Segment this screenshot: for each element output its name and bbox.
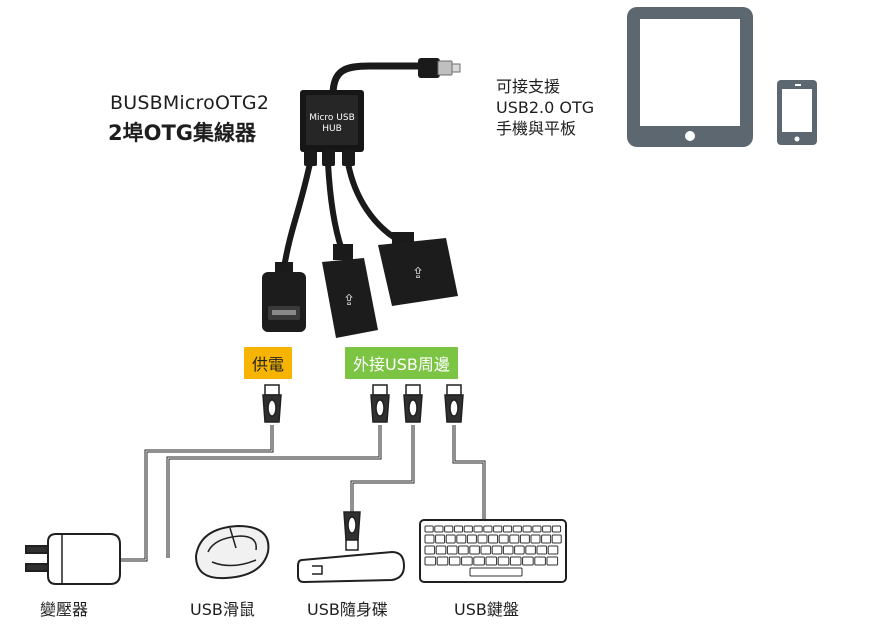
usb-plug-icon-2 xyxy=(370,384,390,423)
keyboard-key xyxy=(473,525,483,533)
keyboard-spacebar xyxy=(469,567,523,577)
keyboard-key xyxy=(461,556,473,566)
keyboard-key xyxy=(522,556,534,566)
keyboard-key xyxy=(532,525,542,533)
caption-adapter: 變壓器 xyxy=(40,600,89,619)
keyboard-key xyxy=(519,534,530,544)
power-adapter-icon xyxy=(25,533,121,585)
keyboard-key xyxy=(458,545,469,555)
hub-cable xyxy=(329,58,461,99)
keyboard-key xyxy=(547,545,559,555)
keyboard-key xyxy=(456,534,467,544)
keyboard-key xyxy=(453,525,464,533)
micro-usb-port xyxy=(262,262,306,332)
usb-a-port-1-symbol: ⇪ xyxy=(343,291,356,309)
keyboard-key xyxy=(536,545,548,555)
keyboard-key xyxy=(473,556,485,566)
support-line-3: 手機與平板 xyxy=(496,119,577,138)
keyboard-keys xyxy=(424,525,562,577)
usb-plug-icon-3 xyxy=(403,384,423,423)
keyboard-key xyxy=(525,545,536,555)
hub-label-line-1: Micro USB xyxy=(309,113,355,123)
keyboard-key xyxy=(488,534,499,544)
keyboard-key xyxy=(493,525,503,533)
keyboard-key xyxy=(509,534,520,544)
tablet-icon xyxy=(627,7,753,147)
keyboard-key xyxy=(502,545,514,555)
keyboard-key xyxy=(463,525,473,533)
keyboard-key xyxy=(424,525,434,533)
caption-keyboard: USB鍵盤 xyxy=(454,600,519,619)
support-line-2: USB2.0 OTG xyxy=(496,98,595,117)
keyboard-key xyxy=(424,534,435,544)
keyboard-key xyxy=(522,525,532,533)
keyboard-key xyxy=(502,525,513,533)
keyboard-key xyxy=(435,545,447,555)
caption-mouse: USB滑鼠 xyxy=(190,600,255,619)
product-model: BUSBMicroOTG2 xyxy=(110,92,270,114)
keyboard-key xyxy=(485,556,498,566)
keyboard-key xyxy=(541,534,552,544)
power-tag: 供電 xyxy=(244,347,293,379)
usb-a-port-2-symbol: ⇪ xyxy=(412,264,425,282)
keyboard-key xyxy=(546,556,559,566)
keyboard-key xyxy=(436,556,449,566)
keyboard-key xyxy=(512,525,522,533)
keyboard-key xyxy=(534,556,546,566)
keyboard-icon xyxy=(419,519,567,583)
keyboard-key xyxy=(498,534,509,544)
hub-body: Micro USB HUB xyxy=(300,90,364,166)
usb-peripheral-tag: 外接USB周邊 xyxy=(345,347,458,379)
usb-plug-icon-5 xyxy=(343,511,361,551)
product-name: 2埠OTG集線器 xyxy=(108,121,257,145)
keyboard-key xyxy=(424,556,437,566)
flash-drive-icon xyxy=(297,550,406,584)
keyboard-key xyxy=(530,534,541,544)
keyboard-key xyxy=(551,525,562,533)
support-line-1: 可接支援 xyxy=(496,77,561,96)
keyboard-key xyxy=(497,556,510,566)
keyboard-key xyxy=(435,534,446,544)
keyboard-key xyxy=(448,556,461,566)
keyboard-key xyxy=(434,525,444,533)
keyboard-key xyxy=(469,545,480,555)
keyboard-key xyxy=(424,545,436,555)
keyboard-key xyxy=(444,525,454,533)
phone-icon xyxy=(777,80,817,145)
caption-flash-drive: USB隨身碟 xyxy=(307,600,388,619)
keyboard-key xyxy=(509,556,522,566)
device-cables-highlight xyxy=(120,425,485,561)
keyboard-key xyxy=(483,525,493,533)
keyboard-key xyxy=(514,545,525,555)
keyboard-key xyxy=(542,525,552,533)
keyboard-key xyxy=(446,545,458,555)
keyboard-key xyxy=(491,545,503,555)
usb-a-port-1: ⇪ xyxy=(322,244,378,338)
mouse-icon xyxy=(194,524,270,580)
hub-branch-cables xyxy=(281,160,398,271)
usb-plug-icon-1 xyxy=(262,384,282,423)
keyboard-key xyxy=(466,534,477,544)
keyboard-key xyxy=(551,534,562,544)
keyboard-key xyxy=(477,534,488,544)
hub-label-line-2: HUB xyxy=(322,124,342,134)
usb-plug-icon-4 xyxy=(444,384,464,423)
keyboard-key xyxy=(445,534,456,544)
usb-a-port-2: ⇪ xyxy=(378,232,458,306)
keyboard-key xyxy=(480,545,492,555)
